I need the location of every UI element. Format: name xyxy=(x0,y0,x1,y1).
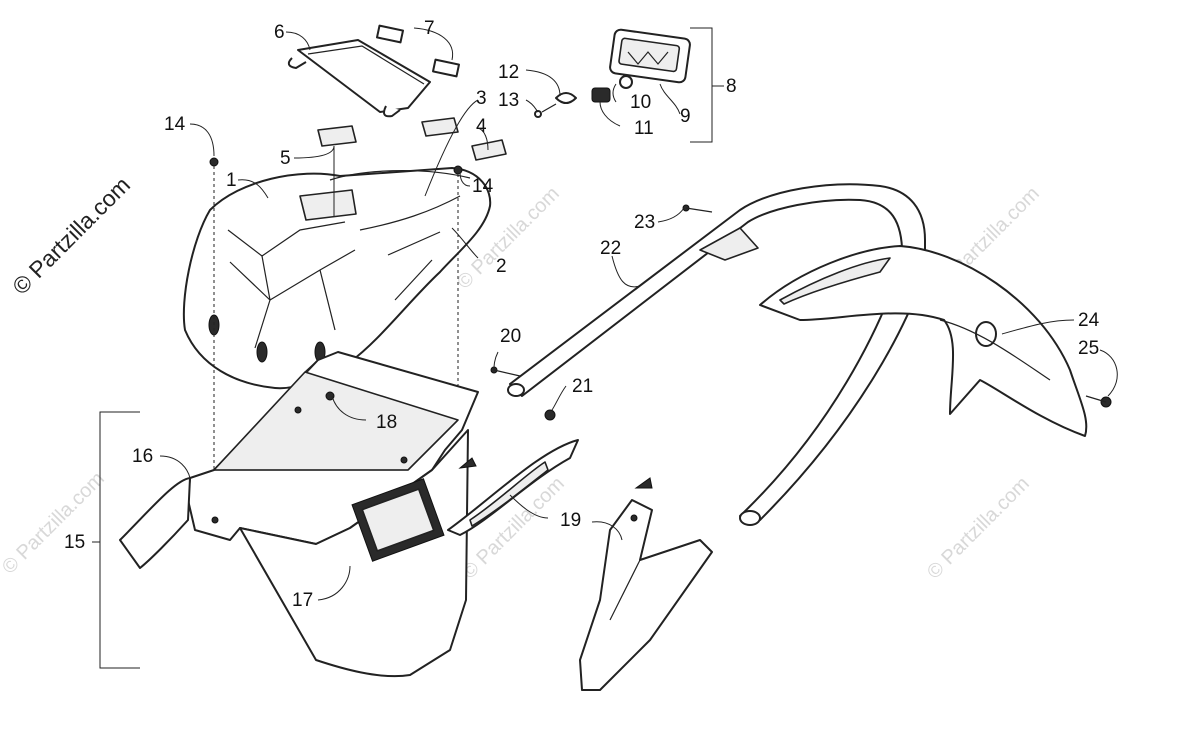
leader-lines xyxy=(92,27,1118,669)
callout-5: 5 xyxy=(280,148,291,169)
callout-1: 1 xyxy=(226,170,237,191)
callout-12: 12 xyxy=(498,62,519,83)
callout-3: 3 xyxy=(476,88,487,109)
callout-16: 16 xyxy=(132,446,153,467)
callout-7: 7 xyxy=(424,18,435,39)
callout-13: 13 xyxy=(498,90,519,111)
callout-20: 20 xyxy=(500,326,521,347)
callout-17: 17 xyxy=(292,590,313,611)
marker-arrow xyxy=(458,457,477,469)
watermark-tile: © Partzilla.com xyxy=(923,473,1034,584)
part-7-clips xyxy=(376,24,460,78)
callout-15: 15 xyxy=(64,532,85,553)
part-1-tail-cowl xyxy=(182,167,492,390)
callout-25: 25 xyxy=(1078,338,1099,359)
callout-8: 8 xyxy=(726,76,737,97)
callout-22: 22 xyxy=(600,238,621,259)
part-16-storage-tub xyxy=(119,351,479,678)
callout-19: 19 xyxy=(560,510,581,531)
callout-14-right: 14 xyxy=(472,176,494,197)
callout-2: 2 xyxy=(496,256,507,277)
callout-labels: 1 2 3 4 5 6 7 8 9 10 11 12 13 14 14 15 1… xyxy=(64,18,1100,611)
callout-10: 10 xyxy=(630,92,651,113)
callout-4: 4 xyxy=(476,116,487,137)
callout-18: 18 xyxy=(376,412,397,433)
part-24-rear-flap xyxy=(759,245,1112,437)
marker-arrow xyxy=(634,477,653,489)
callout-21: 21 xyxy=(572,376,593,397)
callout-14-left: 14 xyxy=(164,114,186,135)
part-6-lid-panel xyxy=(287,39,431,118)
callout-24: 24 xyxy=(1078,310,1100,331)
part-8-tail-light xyxy=(534,28,691,118)
callout-11: 11 xyxy=(634,118,654,139)
callout-9: 9 xyxy=(680,106,691,127)
callout-23: 23 xyxy=(634,212,655,233)
part-14-fasteners xyxy=(209,157,463,470)
part-22-rear-bumper xyxy=(490,183,926,526)
callout-6: 6 xyxy=(274,22,285,43)
parts-3-4-5-decals xyxy=(317,117,507,161)
watermark-tile: © Partzilla.com xyxy=(0,468,109,579)
part-19-side-trim xyxy=(447,439,713,691)
copyright-text: © Partzilla.com xyxy=(7,172,135,300)
